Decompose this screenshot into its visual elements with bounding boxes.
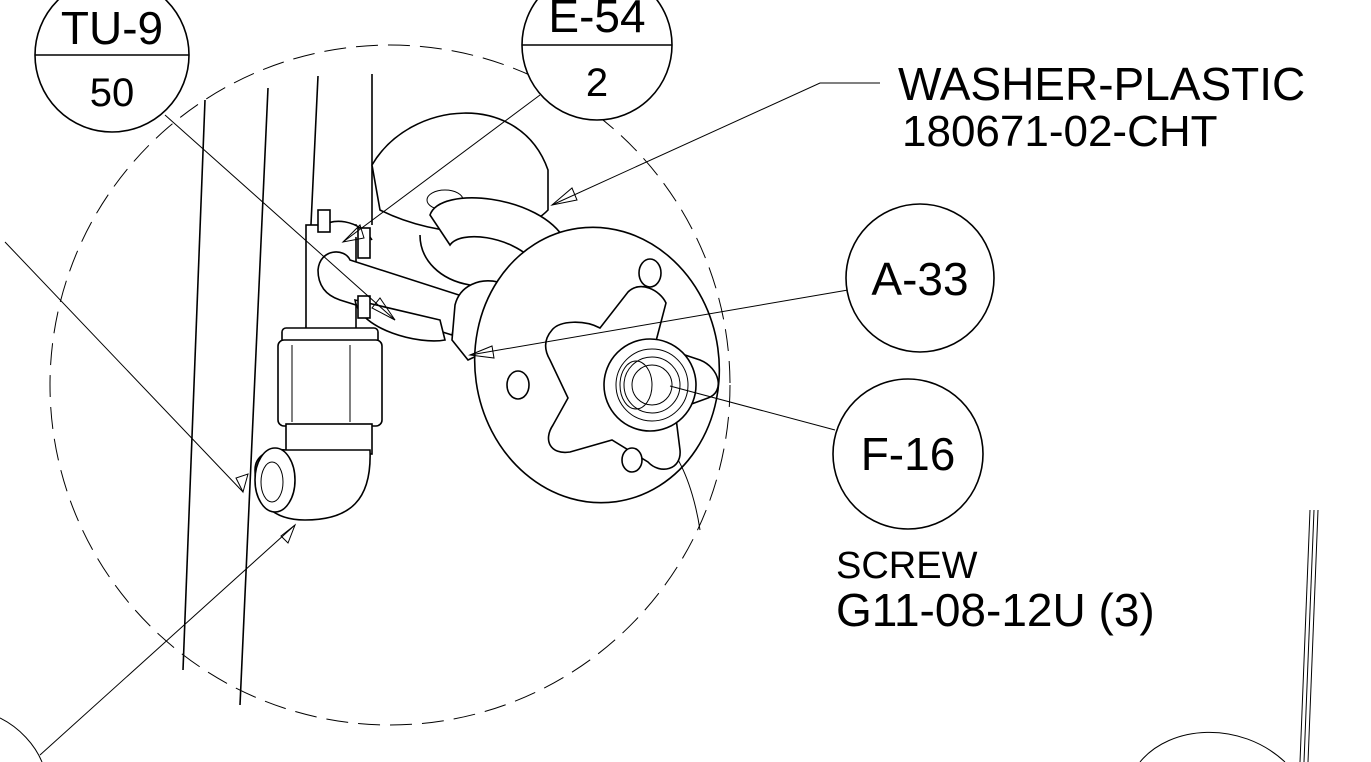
partial-balloon-bottom-left xyxy=(0,717,43,762)
screw-part-number: G11-08-12U (3) xyxy=(836,584,1155,636)
callout-tu-9-bottom: 50 xyxy=(90,71,135,115)
pipe-elbow xyxy=(254,447,371,521)
callout-tu-9: TU-9 50 xyxy=(34,0,190,133)
partial-balloon-bottom-right xyxy=(1139,731,1286,762)
union-fitting xyxy=(277,327,383,455)
callout-a-33-label: A-33 xyxy=(871,253,968,305)
sheet-edge-lines xyxy=(1299,509,1319,762)
detail-view-boundary xyxy=(49,44,731,726)
washer-name-note: WASHER-PLASTIC xyxy=(898,58,1305,110)
callout-tu-9-top: TU-9 xyxy=(61,2,163,54)
callout-f-16-label: F-16 xyxy=(861,428,956,480)
leader-lines xyxy=(4,82,880,756)
hose-clamps xyxy=(317,209,371,319)
callout-a-33: A-33 xyxy=(845,203,995,353)
callout-e-54: E-54 2 xyxy=(521,0,673,121)
callout-e-54-bottom: 2 xyxy=(586,61,608,105)
washer-part-number: 180671-02-CHT xyxy=(902,107,1218,156)
screw-name-note: SCREW xyxy=(836,545,978,587)
callout-f-16: F-16 xyxy=(832,378,984,530)
valve-handwheel xyxy=(544,285,720,473)
callout-e-54-top: E-54 xyxy=(548,0,645,42)
